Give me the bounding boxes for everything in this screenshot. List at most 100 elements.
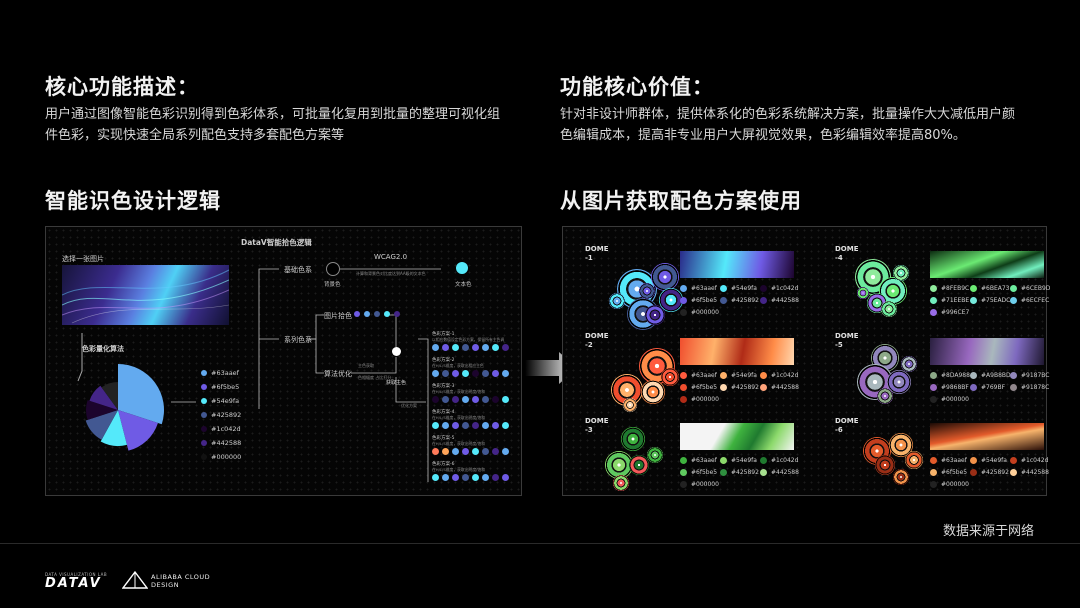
bg-color-dot [326, 262, 340, 276]
swatch-color [1010, 469, 1017, 476]
flow-connectors [171, 268, 441, 482]
scheme-note: 在H/L/S维度，获取出明度/饱和 [432, 389, 485, 394]
legend-label: #63aaef [211, 369, 239, 377]
dome-swatch: #996CE7 [930, 309, 969, 316]
scheme-swatch [492, 474, 499, 481]
legend-item: #1c042d [201, 425, 241, 433]
scheme-swatch [462, 448, 469, 455]
swatch-label: #442588 [771, 384, 799, 391]
footer-divider [0, 543, 1080, 544]
swatch-label: #63aaef [691, 285, 717, 292]
dome-circle [621, 427, 645, 451]
dome-circle [661, 368, 679, 386]
swatch-label: #6CEB9D [1021, 285, 1051, 292]
scheme-title: 色彩方案-5 [432, 436, 455, 441]
scheme-swatch [442, 448, 449, 455]
scheme-swatch [482, 474, 489, 481]
swatch-color [1010, 457, 1017, 464]
dome-swatch: #425892 [720, 297, 759, 304]
pick-color-label: 图片拾色 [324, 312, 352, 320]
dome-card: DOME-5#8DA988#A9B8BD#9187BC#9868BF#769BF… [835, 332, 1055, 412]
scheme-swatch [432, 422, 439, 429]
swatch-color [970, 384, 977, 391]
scheme-swatch [492, 448, 499, 455]
dome-circle [613, 475, 629, 491]
swatch-label: #425892 [731, 384, 759, 391]
swatch-label: #000000 [941, 396, 969, 403]
text-color-dot [456, 262, 468, 274]
swatch-label: #54e9fa [731, 372, 757, 379]
legend-label: #000000 [211, 453, 242, 461]
scheme-swatch [472, 344, 479, 351]
swatch-label: #63aaef [691, 372, 717, 379]
scheme-swatch [492, 396, 499, 403]
dome-swatch: #6f5be5 [680, 469, 717, 476]
dome-swatch: #9868BF [930, 384, 969, 391]
scheme-swatch [482, 448, 489, 455]
dome-circle-cluster [849, 340, 927, 410]
swatch-label: #1c042d [771, 372, 799, 379]
color-legend: #63aaef#6f5be5#54e9fa#425892#1c042d#4425… [201, 369, 261, 469]
get-main-label: 获取主色 [386, 380, 407, 386]
source-image [62, 265, 229, 325]
scheme-title: 色彩方案-4 [432, 410, 455, 415]
swatch-color [680, 384, 687, 391]
dome-swatch: #9187BC [1010, 372, 1050, 379]
dome-swatch: #6CEB9D [1010, 285, 1050, 292]
dome-card: DOME-6#63aaef#54e9fa#1c042d#6f5be5#42589… [835, 417, 1055, 497]
legend-label: #425892 [211, 411, 242, 419]
dome-swatch: #6f5be5 [680, 384, 717, 391]
scheme-swatch [472, 448, 479, 455]
swatch-color [970, 457, 977, 464]
picked-dot [354, 311, 360, 317]
dome-circle [629, 455, 649, 475]
legend-label: #1c042d [211, 425, 241, 433]
legend-item: #63aaef [201, 369, 239, 377]
swatch-color [680, 372, 687, 379]
text-color-label: 文本色 [455, 282, 472, 288]
dome-circle [901, 356, 917, 372]
swatch-label: #6BEA73 [981, 285, 1010, 292]
pie-slice [86, 400, 118, 420]
scheme-swatch [442, 474, 449, 481]
dome-circle [647, 447, 663, 463]
scheme-swatch [442, 370, 449, 377]
scheme-swatch [462, 422, 469, 429]
swatch-label: #9868BF [941, 384, 969, 391]
dome-swatch: #A9B8BD [970, 372, 1011, 379]
swatch-label: #6f5be5 [941, 469, 968, 476]
dome-swatch: #425892 [720, 384, 759, 391]
scheme-swatch [482, 396, 489, 403]
algo-opt-label: 算法优化 [324, 370, 352, 378]
scheme-swatch [462, 396, 469, 403]
legend-swatch [201, 370, 207, 376]
pie-slice [118, 410, 158, 451]
base-color-label: 基础色系 [284, 266, 312, 274]
swatch-color [680, 297, 687, 304]
dome-swatch: #91878C [1010, 384, 1049, 391]
dome-swatch: #54e9fa [970, 457, 1007, 464]
swatch-label: #75EADC [981, 297, 1011, 304]
scheme-swatch [462, 344, 469, 351]
dome-image-strip [680, 423, 794, 450]
legend-label: #54e9fa [211, 397, 240, 405]
picked-dot [394, 311, 400, 317]
swatch-label: #54e9fa [981, 457, 1007, 464]
scheme-swatch [452, 396, 459, 403]
dome-swatch: #6f5be5 [930, 469, 967, 476]
dome-circle [893, 469, 909, 485]
dome-swatch: #1c042d [760, 457, 798, 464]
scheme-swatch [502, 474, 509, 481]
swatch-color [930, 469, 937, 476]
swatch-color [930, 396, 937, 403]
scheme-swatch [432, 344, 439, 351]
swatch-color [680, 309, 687, 316]
dome-circle-cluster [599, 425, 677, 495]
dome-label: DOME-4 [835, 245, 859, 262]
swatch-color [720, 457, 727, 464]
dome-swatch: #1c042d [760, 285, 798, 292]
dome-circle [893, 265, 909, 281]
series-color-label: 系列色系 [284, 336, 312, 344]
pie-slice [101, 382, 118, 410]
source-note: 数据来源于网络 [943, 524, 1035, 539]
